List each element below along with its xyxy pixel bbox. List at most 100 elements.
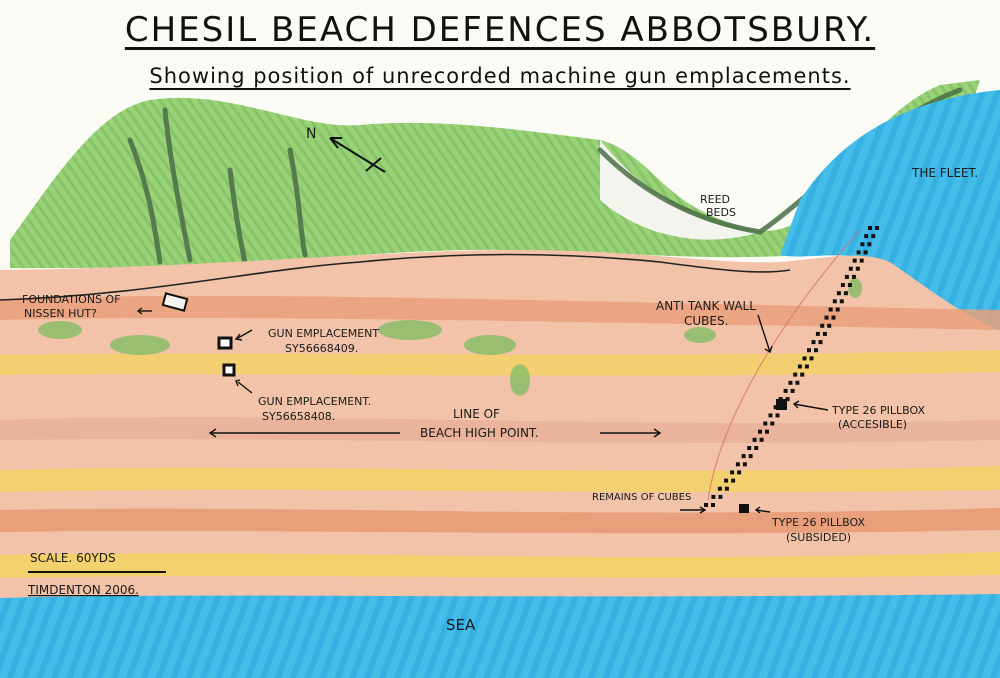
anti-tank-cube xyxy=(815,331,820,336)
anti-tank-cube xyxy=(785,397,790,402)
gun2-label-1: GUN EMPLACEMENT. xyxy=(258,395,371,408)
anti-tank-cube xyxy=(704,503,708,507)
pillbox-accessible xyxy=(776,399,787,410)
anti-tank-cube xyxy=(724,486,729,491)
anti-tank-cube xyxy=(809,356,814,361)
anti-tank-cube xyxy=(775,413,780,418)
gun1-label-1: GUN EMPLACEMENT xyxy=(268,327,379,340)
anti-tank-cube xyxy=(788,380,793,385)
anti-tank-cube-line xyxy=(704,226,879,507)
anti-tank-cube xyxy=(711,494,716,499)
anti-tank-label-2: CUBES. xyxy=(684,314,728,328)
anti-tank-cube xyxy=(852,258,857,263)
anti-tank-cube xyxy=(790,388,795,393)
anti-tank-cube xyxy=(724,478,729,483)
anti-tank-cube xyxy=(814,348,818,353)
gun-emplacement-2 xyxy=(222,363,236,377)
north-arrow-icon xyxy=(329,137,386,173)
anti-tank-cube xyxy=(851,274,856,279)
anti-tank-cube xyxy=(844,274,849,279)
pillbox1-label-1: TYPE 26 PILLBOX xyxy=(831,404,925,417)
anti-tank-cube xyxy=(836,291,841,296)
gun-emplacement-1 xyxy=(217,336,233,350)
remains-label: REMAINS OF CUBES xyxy=(592,492,691,503)
anti-tank-cube xyxy=(867,242,872,247)
anti-tank-cube xyxy=(855,266,860,271)
anti-tank-cube xyxy=(752,437,757,442)
anti-tank-cube xyxy=(860,242,865,247)
anti-tank-cube xyxy=(718,494,723,499)
anti-tank-cube xyxy=(735,462,740,467)
anti-tank-cube xyxy=(800,372,805,377)
anti-tank-cube xyxy=(839,299,844,304)
sea-label: SEA xyxy=(446,616,476,634)
anti-tank-cube xyxy=(818,340,823,345)
gun2-label-2: SY56658408. xyxy=(262,410,335,423)
anti-tank-cube xyxy=(875,226,879,230)
anti-tank-cube xyxy=(807,348,811,353)
anti-tank-cube xyxy=(824,315,829,320)
anti-tank-cube xyxy=(797,364,802,369)
pillbox2-label-2: (SUBSIDED) xyxy=(786,531,851,544)
anti-tank-cube xyxy=(747,446,752,450)
anti-tank-cube xyxy=(759,437,764,442)
anti-tank-cube xyxy=(731,478,736,483)
fleet-label: THE FLEET. xyxy=(911,166,978,180)
anti-tank-cube xyxy=(802,356,807,361)
nissen-label-1: FOUNDATIONS OF xyxy=(22,293,121,306)
anti-tank-cube xyxy=(758,429,762,434)
anti-tank-cube xyxy=(742,462,747,467)
anti-tank-cube xyxy=(804,364,809,369)
anti-tank-cube xyxy=(768,413,773,418)
anti-tank-cube xyxy=(863,250,868,255)
anti-tank-cube xyxy=(832,299,837,304)
anti-tank-cube xyxy=(773,405,778,410)
page-title: CHESIL BEACH DEFENCES ABBOTSBURY. xyxy=(124,10,876,50)
nissen-label-2: NISSEN HUT? xyxy=(24,307,97,320)
anti-tank-cube xyxy=(763,421,768,426)
valley-shading xyxy=(600,140,760,240)
anti-tank-cube xyxy=(737,470,742,475)
anti-tank-cube xyxy=(864,234,869,239)
beach-high-label-2: BEACH HIGH POINT. xyxy=(420,426,539,440)
page-subtitle: Showing position of unrecorded machine g… xyxy=(149,64,851,88)
anti-tank-label-1: ANTI TANK WALL xyxy=(656,299,756,313)
anti-tank-cube xyxy=(831,315,836,320)
crest-line xyxy=(0,253,791,301)
anti-tank-cube xyxy=(795,380,800,385)
anti-tank-cube xyxy=(827,323,832,328)
anti-tank-cube xyxy=(835,307,840,312)
north-label: N xyxy=(306,126,316,142)
reed-beds-label-1: REED xyxy=(700,193,730,206)
reed-beds-label-2: BEDS xyxy=(706,206,736,219)
anti-tank-cube xyxy=(765,429,769,434)
anti-tank-cube xyxy=(820,323,825,328)
nissen-hut-foundations xyxy=(161,292,189,312)
anti-tank-cube xyxy=(783,388,788,393)
anti-tank-cube xyxy=(748,454,753,459)
anti-tank-cube xyxy=(811,340,816,345)
anti-tank-cube xyxy=(843,291,848,296)
anti-tank-cube xyxy=(754,446,759,450)
sea-water xyxy=(0,594,1000,678)
scale-label: SCALE. 60YDS xyxy=(30,551,116,565)
the-fleet-water xyxy=(780,90,1000,330)
anti-tank-cube xyxy=(859,258,864,263)
anti-tank-cube xyxy=(770,421,775,426)
green-patches xyxy=(38,278,862,396)
anti-tank-cube xyxy=(848,266,853,271)
anti-tank-cube xyxy=(711,503,715,507)
gun1-label-2: SY56668409. xyxy=(285,342,358,355)
pillbox1-label-2: (ACCESIBLE) xyxy=(838,418,907,431)
anti-tank-cube xyxy=(868,226,872,230)
beach-high-label-1: LINE OF xyxy=(453,407,500,421)
anti-tank-cube xyxy=(847,283,852,287)
shingle-bands xyxy=(0,295,1000,578)
author-credit: TIMDENTON 2006. xyxy=(27,583,139,597)
anti-tank-cube xyxy=(840,283,845,287)
anti-tank-cube xyxy=(822,331,827,336)
anti-tank-cube xyxy=(828,307,833,312)
anti-tank-cube xyxy=(741,454,746,459)
anti-tank-cube xyxy=(856,250,861,255)
